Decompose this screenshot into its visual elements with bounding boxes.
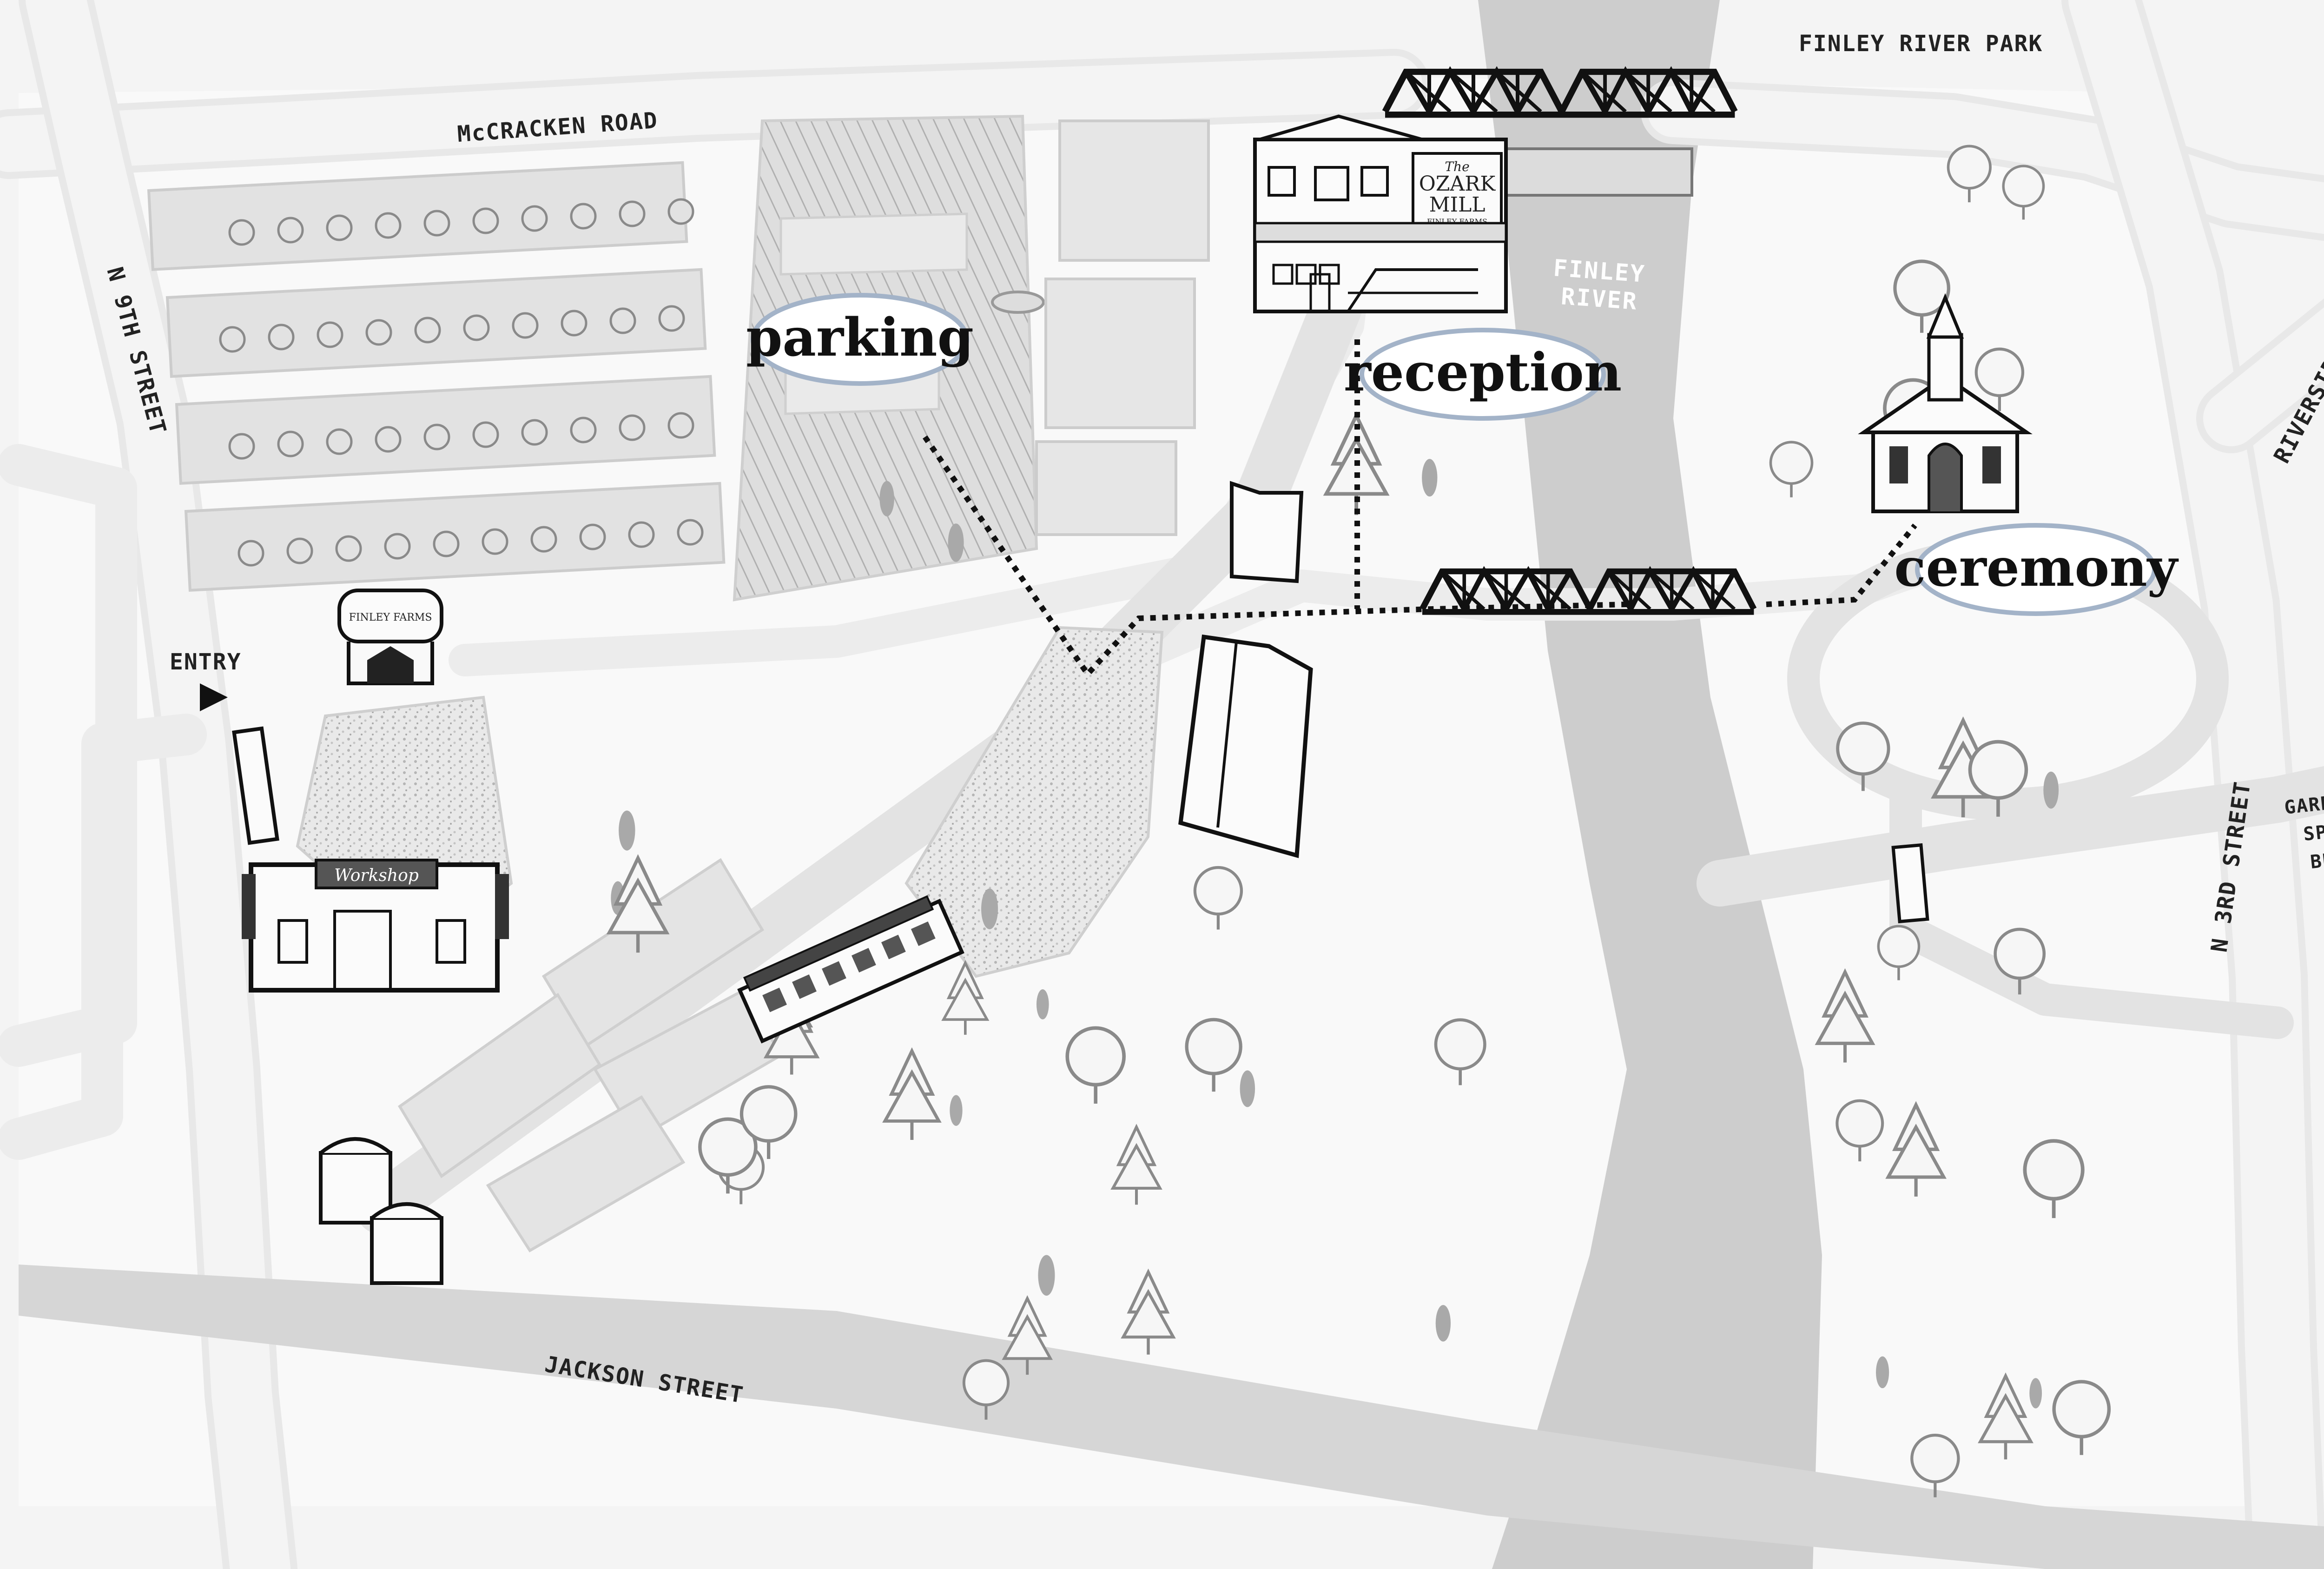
shrub-icon	[2029, 1378, 2042, 1409]
shrub-icon	[879, 481, 894, 516]
orchard-tree-icon	[571, 204, 595, 228]
jackson-street	[19, 1264, 2324, 1569]
shrub-icon	[981, 888, 998, 929]
shrub-icon	[948, 523, 964, 562]
chapel	[1858, 293, 2033, 513]
shrub-icon	[1422, 459, 1438, 497]
gazebo	[1891, 843, 1929, 924]
orchard-tree-icon	[562, 311, 586, 335]
entry-label: ENTRY	[170, 649, 242, 675]
orchard-tree-icon	[327, 216, 351, 240]
orchard-tree-icon	[337, 536, 361, 561]
tank-sign: FINLEY FARMS	[349, 612, 432, 623]
orchard-tree-icon	[620, 202, 644, 226]
orchard-tree-icon	[522, 420, 547, 444]
location-parking[interactable]: parking	[746, 293, 974, 386]
mill-sign-the: The	[1445, 159, 1469, 174]
entry-shed	[232, 726, 279, 845]
orchard-tree-icon	[532, 527, 556, 551]
orchard-tree-icon	[620, 416, 644, 440]
location-label-parking: parking	[746, 307, 974, 368]
shrub-icon	[1038, 1255, 1055, 1296]
shrub-icon	[1876, 1356, 1889, 1389]
workshop-building: Workshop	[242, 859, 509, 993]
orchard-tree-icon	[288, 539, 312, 563]
ozark-mill: The OZARK MILL FINLEY FARMS	[1253, 114, 1508, 313]
orchard-tree-icon	[629, 523, 654, 547]
orchard-tree-icon	[474, 423, 498, 447]
orchard-tree-icon	[376, 213, 400, 238]
orchard-tree-icon	[669, 199, 693, 224]
orchard-tree-icon	[230, 434, 254, 458]
orchard-tree-icon	[581, 525, 605, 549]
orchard-tree-icon	[611, 309, 635, 333]
orchard-tree-icon	[474, 209, 498, 233]
location-ceremony[interactable]: ceremony	[1894, 523, 2179, 616]
river-label-1: FINLEY	[1552, 254, 1646, 288]
shrub-icon	[1435, 1305, 1451, 1342]
orchard-tree-icon	[434, 532, 458, 556]
shrub-icon	[1036, 989, 1049, 1020]
park-label: FINLEY RIVER PARK	[1799, 31, 2043, 57]
river-label-2: RIVER	[1560, 283, 1639, 315]
orchard-tree-icon	[327, 430, 351, 454]
walking-route	[923, 339, 1917, 679]
water-tank: FINLEY FARMS	[337, 589, 443, 685]
orchard-tree-icon	[571, 418, 595, 442]
orchard-tree-icon	[318, 323, 342, 347]
farm-fields	[1035, 119, 1210, 536]
shrub-icon	[1240, 1070, 1255, 1107]
gravel-lawn	[905, 626, 1164, 978]
workshop-sign: Workshop	[334, 866, 419, 885]
shrub-icon	[619, 810, 635, 851]
train-car	[737, 895, 964, 1044]
entry-arrow-icon	[200, 683, 228, 711]
orchard-tree-icon	[669, 413, 693, 437]
location-label-reception: reception	[1344, 342, 1622, 403]
orchard-tree-icon	[239, 541, 263, 565]
orchard	[147, 161, 726, 592]
orchard-tree-icon	[464, 316, 489, 340]
orchard-tree-icon	[220, 327, 244, 351]
orchard-tree-icon	[385, 534, 409, 558]
shrub-icon	[2043, 771, 2059, 809]
sheds-center	[1178, 481, 1313, 858]
mill-sign-ozark: OZARK	[1419, 172, 1496, 196]
orchard-tree-icon	[230, 220, 254, 245]
orchard-tree-icon	[513, 313, 537, 338]
shrub-icon	[950, 1095, 963, 1126]
location-label-ceremony: ceremony	[1894, 537, 2179, 598]
orchard-tree-icon	[522, 206, 547, 231]
silos	[319, 1137, 443, 1285]
orchard-tree-icon	[660, 306, 684, 331]
location-reception[interactable]: reception	[1344, 328, 1622, 421]
orchard-tree-icon	[376, 427, 400, 451]
orchard-tree-icon	[269, 325, 293, 349]
orchard-tree-icon	[367, 320, 391, 344]
orchard-tree-icon	[278, 218, 303, 242]
garden-beds	[397, 858, 783, 1253]
orchard-tree-icon	[425, 211, 449, 235]
orchard-tree-icon	[278, 432, 303, 456]
orchard-tree-icon	[678, 520, 702, 544]
mill-sign-mill: MILL	[1429, 193, 1486, 217]
orchard-tree-icon	[425, 425, 449, 449]
orchard-tree-icon	[416, 318, 440, 342]
orchard-tree-icon	[483, 530, 507, 554]
